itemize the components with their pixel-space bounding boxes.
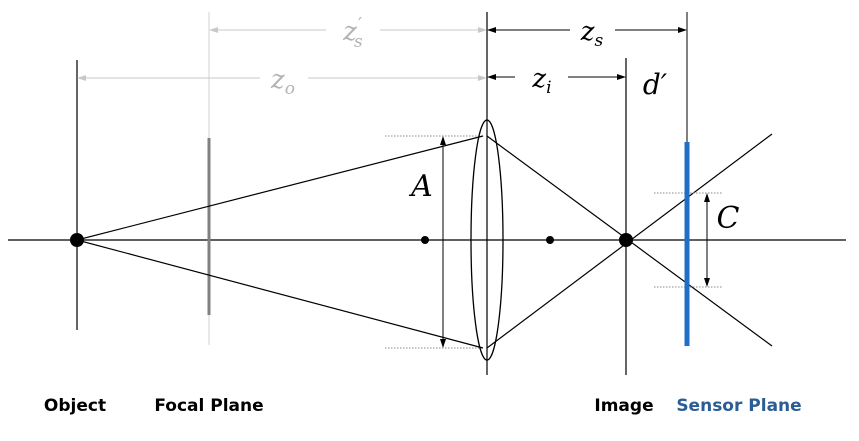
aperture-label: A bbox=[408, 169, 433, 204]
coc-arrow-head-top bbox=[704, 193, 710, 202]
lens bbox=[470, 119, 504, 361]
object-caption: Object bbox=[44, 396, 106, 416]
zs-arrow-right bbox=[678, 27, 687, 33]
zo-arrow-left bbox=[77, 75, 86, 81]
sensor-plane-caption: Sensor Plane bbox=[676, 396, 801, 416]
zs-label: zs bbox=[580, 17, 604, 51]
zs-arrow-left bbox=[487, 27, 496, 33]
coc-label: C bbox=[717, 201, 740, 236]
focal-plane-caption: Focal Plane bbox=[154, 396, 263, 416]
focal-point-left bbox=[421, 236, 429, 244]
d-prime-label: d′ bbox=[643, 68, 668, 101]
object-point bbox=[70, 233, 84, 247]
image-caption: Image bbox=[594, 396, 653, 416]
zi-arrow-right bbox=[617, 74, 626, 80]
zs-prime-arrow-right bbox=[478, 27, 487, 33]
aperture-arrow-head-top bbox=[440, 136, 446, 145]
zo-label: zo bbox=[270, 65, 295, 99]
zs-prime-arrow-left bbox=[209, 27, 218, 33]
focal-point-right bbox=[546, 236, 554, 244]
zo-arrow-right bbox=[478, 75, 487, 81]
ray-object-to-lens-top bbox=[76, 135, 484, 241]
ray-object-to-lens-bottom bbox=[76, 239, 484, 349]
zs-prime-label: z′s bbox=[342, 14, 363, 52]
zi-label: zi bbox=[531, 64, 551, 98]
coc-arrow-head-bottom bbox=[704, 278, 710, 287]
image-point bbox=[619, 233, 633, 247]
aperture-arrow-head-bottom bbox=[440, 339, 446, 348]
zi-arrow-left bbox=[487, 74, 496, 80]
